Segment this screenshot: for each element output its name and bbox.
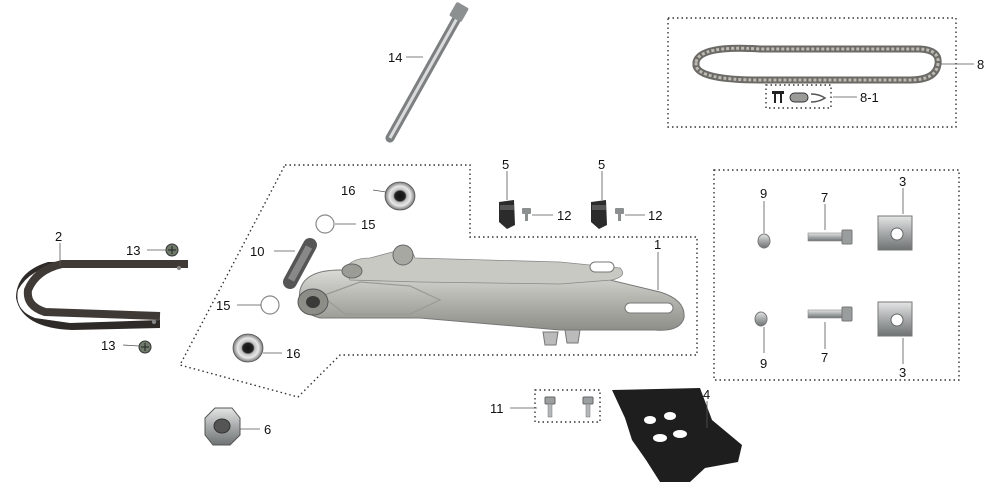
- master-link-part: [772, 91, 827, 103]
- label-5-left: 5: [502, 157, 509, 172]
- chain-guide-clip-left: [499, 200, 515, 229]
- screw-12-right: [615, 208, 624, 221]
- label-8-1: 8-1: [860, 90, 879, 105]
- adjuster-block-3-top: [877, 215, 913, 251]
- chain-group-outline: [667, 17, 957, 128]
- bolt-11-left: [544, 396, 556, 418]
- washer-9-bottom: [754, 311, 768, 327]
- washer-9-top: [757, 233, 771, 249]
- chain-link-group-outline: [765, 84, 832, 109]
- label-2: 2: [55, 229, 62, 244]
- oring-15-top: [315, 214, 335, 234]
- label-14: 14: [388, 50, 402, 65]
- chain-slider-part: [16, 260, 188, 330]
- adjuster-bolt-7-bottom: [807, 306, 853, 322]
- label-5-right: 5: [598, 157, 605, 172]
- chain-guide-part: [612, 388, 742, 482]
- pivot-collar-part: [283, 238, 317, 289]
- bolt-group-outline: [534, 389, 601, 423]
- label-7-bottom: 7: [821, 350, 828, 365]
- label-16-bottom: 16: [286, 346, 300, 361]
- adjuster-group-outline: [713, 169, 960, 381]
- label-13-top: 13: [126, 243, 140, 258]
- label-15-bottom: 15: [216, 298, 230, 313]
- label-10: 10: [250, 244, 264, 259]
- label-13-bottom: 13: [101, 338, 115, 353]
- label-1: 1: [654, 237, 661, 252]
- screw-13-bottom: [138, 340, 152, 354]
- axle-nut-part: [204, 407, 241, 446]
- label-6: 6: [264, 422, 271, 437]
- adjuster-block-3-bottom: [877, 301, 913, 337]
- label-12-left: 12: [557, 208, 571, 223]
- leader-lines: [59, 56, 974, 430]
- bolt-11-right: [582, 396, 594, 418]
- swingarm-part: [297, 244, 685, 346]
- oring-15-bottom: [260, 295, 280, 315]
- label-7-top: 7: [821, 190, 828, 205]
- screw-13-top: [165, 243, 179, 257]
- label-9-bottom: 9: [760, 356, 767, 371]
- axle-part: [385, 2, 469, 143]
- label-15-top: 15: [361, 217, 375, 232]
- label-16-top: 16: [341, 183, 355, 198]
- label-9-top: 9: [760, 186, 767, 201]
- bearing-16-bottom: [232, 333, 264, 363]
- bearing-16-top: [384, 181, 416, 211]
- screw-12-left: [522, 208, 531, 221]
- label-11: 11: [490, 401, 504, 416]
- label-3-top: 3: [899, 174, 906, 189]
- chain-guide-clip-right: [591, 200, 607, 229]
- label-4: 4: [703, 387, 710, 402]
- label-12-right: 12: [648, 208, 662, 223]
- adjuster-bolt-7-top: [807, 229, 853, 245]
- label-8: 8: [977, 57, 984, 72]
- drive-chain-part: [692, 44, 942, 84]
- label-3-bottom: 3: [899, 365, 906, 380]
